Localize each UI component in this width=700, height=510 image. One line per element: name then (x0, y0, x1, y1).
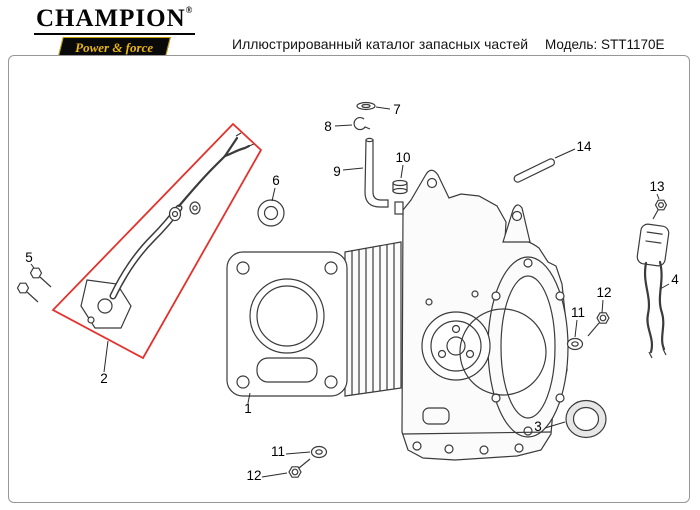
diagram-frame: 7 8 9 10 14 13 6 5 4 12 11 2 1 3 11 12 (8, 55, 690, 503)
catalog-title: Иллюстрированный каталог запасных частей (232, 36, 529, 52)
callout-3: 3 (534, 419, 542, 434)
callout-5: 5 (25, 250, 33, 265)
part-5-bolts (16, 267, 52, 303)
dipstick-boss (394, 201, 404, 215)
brand-tagline: Power & force (75, 40, 154, 56)
cylinder-fins (344, 241, 402, 397)
bottom-flange-line (402, 431, 552, 435)
part-2-coil-assembly (80, 132, 255, 329)
callout-2: 2 (100, 371, 108, 386)
callout-4: 4 (671, 272, 679, 287)
callout-1: 1 (244, 401, 252, 416)
callouts: 7 8 9 10 14 13 6 5 4 12 11 2 1 3 11 12 (25, 102, 679, 483)
brand-name: CHAMPION® (34, 5, 196, 36)
parts-diagram: 7 8 9 10 14 13 6 5 4 12 11 2 1 3 11 12 (16, 101, 679, 483)
callout-11-right: 11 (571, 305, 585, 320)
part-3-oil-seal (565, 399, 607, 439)
callout-12-bottom: 12 (246, 468, 261, 483)
cover-opening (459, 308, 547, 396)
part-10-cap (392, 179, 408, 195)
bracket-hole (426, 177, 438, 189)
part-4-ignition-module (636, 223, 670, 359)
brand-logo: CHAMPION® Power & force (34, 5, 204, 61)
top-bracket (502, 204, 531, 243)
part-8-clip (353, 116, 371, 131)
part-14-pin (513, 158, 556, 183)
callout-12-right: 12 (596, 285, 611, 300)
part-12-bolt-right (587, 312, 610, 337)
callout-10: 10 (395, 150, 410, 165)
highlight-outline (51, 122, 263, 360)
part-11-washer-bottom (310, 445, 328, 459)
callout-6: 6 (272, 173, 280, 188)
callout-8: 8 (324, 119, 332, 134)
part-7-washer (356, 101, 376, 111)
leader-lines (30, 106, 670, 478)
callout-11-bottom: 11 (271, 444, 285, 459)
callout-7: 7 (393, 102, 401, 117)
registered-mark: ® (185, 5, 194, 15)
part-6-bearing (257, 199, 285, 227)
callout-14: 14 (576, 139, 592, 154)
crankcase-body (394, 169, 569, 461)
callout-13: 13 (649, 179, 664, 194)
cylinder-flange (226, 251, 348, 397)
model-label: Модель: STT1170E (545, 37, 665, 52)
brand-text: CHAMPION (36, 5, 186, 32)
part-13-bolt (652, 199, 668, 220)
callout-9: 9 (333, 164, 341, 179)
part-11-washer-right (566, 337, 584, 351)
part-12-bolt-bottom (288, 458, 311, 478)
part-9-tube (364, 137, 389, 208)
